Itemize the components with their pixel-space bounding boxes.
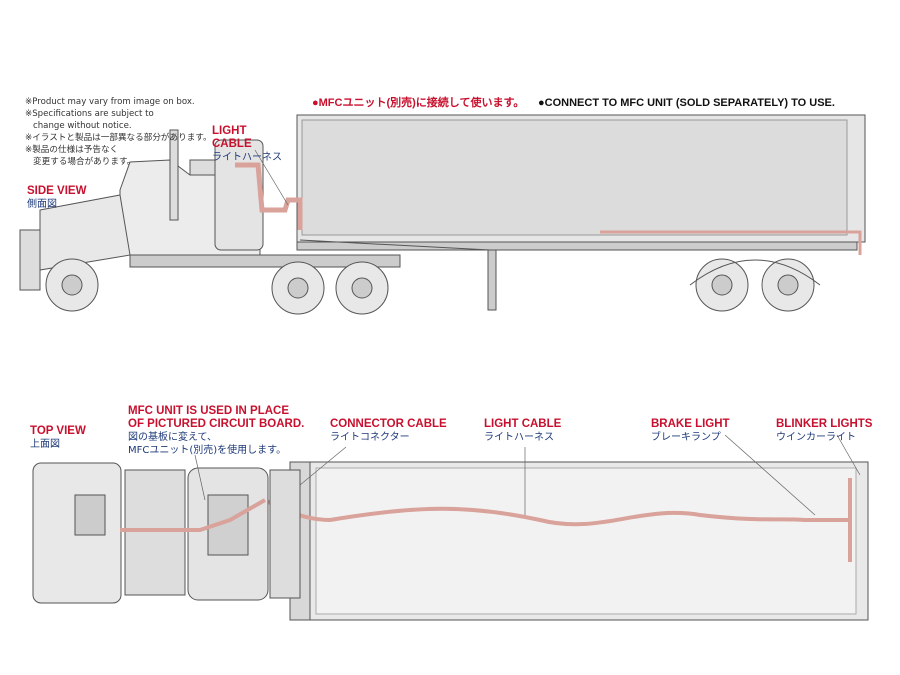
note-6: 変更する場合があります。 [33,157,136,167]
top-view-tractor [32,454,301,604]
side-view-tractor [19,129,401,315]
header-jp: ●MFCユニット(別売)に接続して使います。 [312,97,525,109]
light-cable-top-label: LIGHT CABLE [484,418,562,430]
note-4: ※イラストと製品は一部異なる部分があります。 [25,133,212,143]
header-en: ●CONNECT TO MFC UNIT (SOLD SEPARATELY) T… [538,97,835,109]
light-cable-side-en2: CABLE [212,138,252,150]
brake-light-jp: ブレーキランプ [651,432,721,443]
light-cable-side-jp: ライトハーネス [212,152,282,163]
mfc-unit-jp1: 図の基板に変えて、 [128,432,217,443]
blinker-lights-label: BLINKER LIGHTS [776,418,873,430]
connector-cable-label: CONNECTOR CABLE [330,418,447,430]
light-cable-side-en1: LIGHT [212,125,247,137]
mfc-unit-en2: OF PICTURED CIRCUIT BOARD. [128,418,305,430]
note-5: ※製品の仕様は予告なく [25,145,119,155]
brake-light-label: BRAKE LIGHT [651,418,730,430]
mfc-unit-en1: MFC UNIT IS USED IN PLACE [128,405,290,417]
top-view-label: TOP VIEW [30,425,86,437]
side-view-label: SIDE VIEW [27,185,87,197]
note-3: change without notice. [33,121,132,131]
top-view-trailer [264,434,869,621]
connector-cable-jp: ライトコネクター [330,432,410,443]
top-view-jp: 上面図 [30,439,60,450]
side-view-trailer [296,114,866,312]
side-view-jp: 側面図 [27,199,57,210]
note-2: ※Specifications are subject to [25,109,154,119]
mfc-unit-jp2: MFCユニット(別売)を使用します。 [128,445,287,456]
note-1: ※Product may vary from image on box. [25,97,195,107]
blinker-lights-jp: ウインカーライト [776,432,856,443]
light-cable-top-jp: ライトハーネス [484,432,554,443]
